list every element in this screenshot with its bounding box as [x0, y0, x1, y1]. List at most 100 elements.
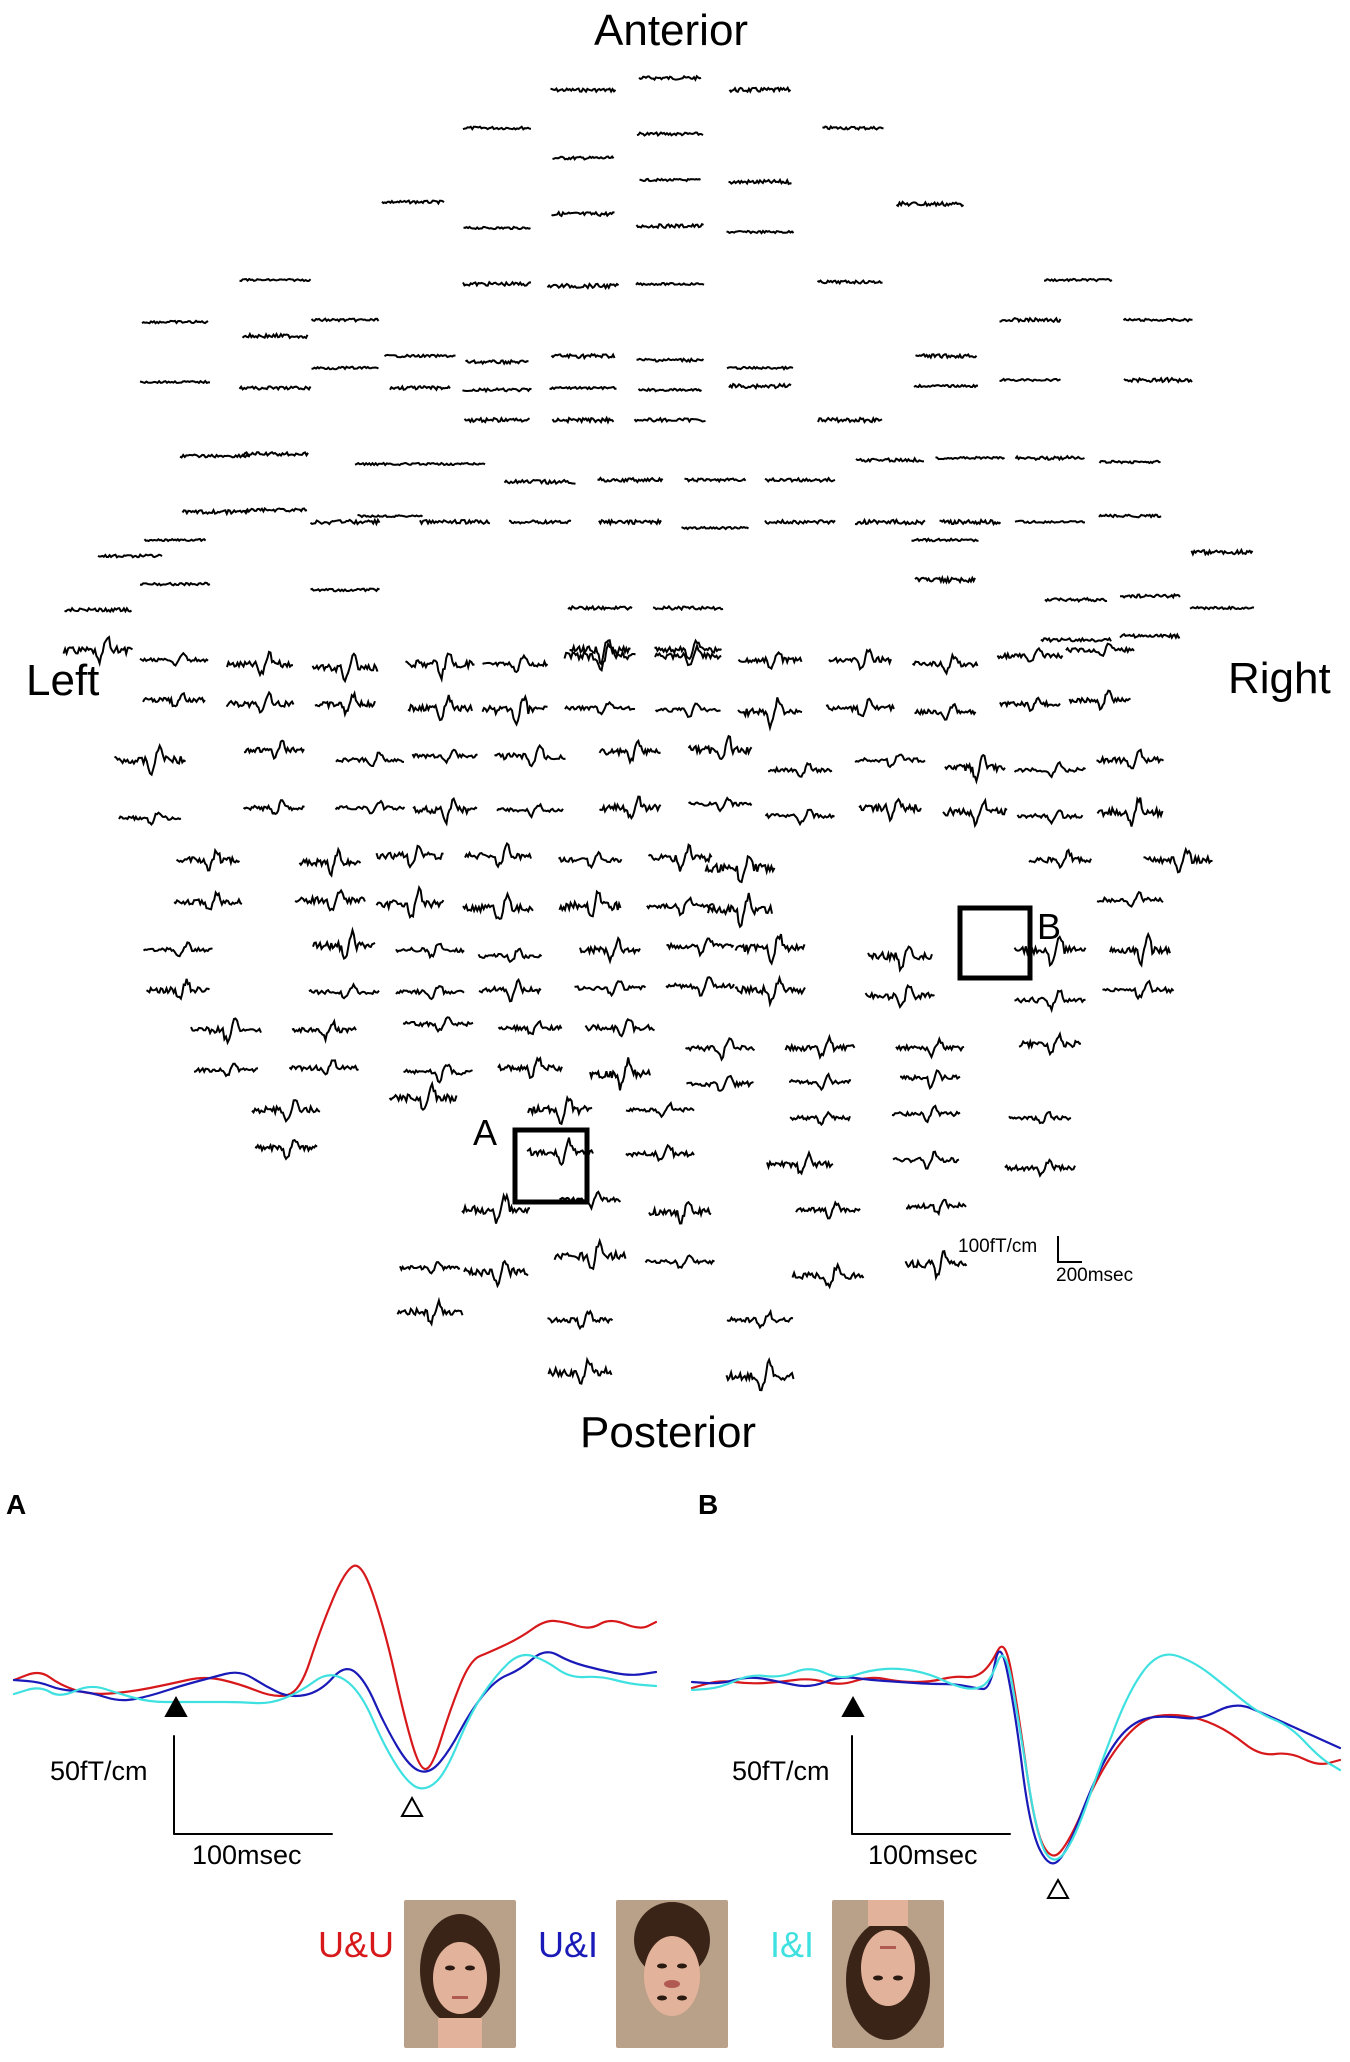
sensor-trace — [118, 811, 182, 826]
sensor-trace — [375, 844, 444, 869]
sensor-trace — [999, 696, 1061, 713]
sensor-trace — [179, 453, 250, 459]
sensor-trace — [567, 604, 633, 612]
sensor-trace — [704, 854, 776, 884]
sensor-trace — [1123, 376, 1193, 384]
sensor-trace — [551, 210, 615, 218]
legend-uu-label: U&U — [318, 1924, 395, 1965]
sensor-trace — [1016, 809, 1084, 826]
sensor-trace — [944, 753, 1006, 785]
sensor-trace — [854, 753, 926, 769]
sensor-trace — [638, 74, 702, 82]
sensor-trace — [225, 690, 295, 714]
sensor-trace — [737, 697, 803, 732]
box-b-label: B — [1037, 906, 1062, 947]
sensor-trace — [175, 847, 241, 872]
sensor-trace — [1098, 459, 1161, 465]
sensor-trace — [254, 1138, 318, 1161]
sensor-trace — [139, 379, 211, 385]
panel-a-trace-ui — [12, 1651, 658, 1773]
sensor-trace — [383, 353, 456, 359]
panel-b-trace-ii — [690, 1653, 1342, 1861]
sensor-trace — [238, 385, 312, 392]
sensor-trace — [143, 537, 207, 543]
sensor-trace — [685, 1037, 756, 1062]
sensor-trace — [547, 1356, 613, 1385]
sensor-trace — [639, 177, 701, 183]
sensor-trace — [687, 734, 753, 761]
sensor-trace — [666, 937, 735, 958]
sensor-trace — [913, 383, 979, 389]
sensor-trace — [788, 1072, 852, 1092]
sensor-trace — [550, 86, 617, 94]
sensor-trace — [816, 279, 883, 286]
sensor-trace — [654, 642, 722, 667]
sensor-trace — [825, 697, 895, 718]
panel-a-peak-marker — [400, 1795, 424, 1817]
sensor-trace — [999, 316, 1062, 324]
sensor-trace — [644, 1254, 715, 1270]
posterior-label: Posterior — [580, 1408, 757, 1457]
right-label: Right — [1228, 654, 1331, 703]
sensor-trace — [242, 506, 308, 514]
panel-b-time-label: 100msec — [868, 1840, 978, 1870]
sensor-trace — [403, 1063, 473, 1084]
sensor-trace — [226, 650, 294, 678]
sensor-trace — [114, 743, 187, 777]
sensor-trace — [654, 638, 722, 661]
sensor-trace — [308, 982, 380, 1000]
sensor-trace — [496, 802, 564, 820]
sensor-trace — [462, 891, 534, 921]
sensor-trace — [764, 808, 835, 827]
left-label: Left — [26, 656, 100, 705]
sensor-trace — [288, 1059, 359, 1076]
sensor-trace — [311, 365, 379, 371]
sensor-trace — [477, 947, 543, 964]
sensor-trace — [463, 225, 531, 231]
sensor-trace — [381, 199, 445, 206]
panel-b-letter: B — [698, 1489, 719, 1520]
sensor-trace — [1044, 596, 1108, 604]
sensor-trace — [1119, 592, 1181, 600]
sensor-trace — [461, 1192, 530, 1224]
sensor-trace — [789, 1110, 851, 1127]
sensor-trace — [412, 797, 478, 827]
sensor-trace — [552, 154, 615, 161]
sensor-trace — [791, 1261, 865, 1290]
sensor-trace — [855, 456, 925, 463]
sensor-trace — [62, 635, 133, 668]
sensor-trace — [597, 476, 664, 484]
box-b-frame — [957, 905, 1033, 981]
sensor-trace — [1014, 519, 1086, 525]
sensor-trace — [1068, 689, 1131, 712]
sensor-trace — [173, 889, 243, 911]
sensor-trace — [914, 702, 977, 721]
sensor-trace — [242, 799, 305, 816]
sensor-trace — [707, 892, 773, 929]
sensor-trace — [726, 229, 795, 235]
sensor-trace — [388, 1080, 458, 1112]
sensor-trace — [193, 1062, 258, 1078]
sensor-trace — [547, 1309, 614, 1331]
sensor-trace — [652, 604, 724, 612]
sensor-trace — [1096, 890, 1164, 908]
sensor-trace — [911, 537, 979, 543]
sensor-trace — [241, 331, 309, 340]
sensor-trace — [1014, 454, 1085, 462]
panel-a-trace-uu — [12, 1564, 658, 1771]
sensor-trace — [728, 85, 792, 94]
sensor-trace — [728, 177, 792, 186]
panel-a-amplitude-label: 50fT/cm — [50, 1756, 148, 1786]
sensor-trace — [726, 1308, 794, 1330]
sensor-trace — [497, 1055, 563, 1080]
sensor-trace — [310, 317, 380, 323]
sensor-trace — [654, 702, 721, 719]
sensor-trace — [251, 1099, 321, 1124]
panel-a-time-label: 100msec — [192, 1840, 302, 1870]
sensor-trace — [996, 646, 1064, 663]
sensor-trace — [942, 797, 1008, 829]
sensor-trace — [1008, 1111, 1072, 1125]
sensor-trace — [999, 377, 1061, 383]
sensor-trace — [465, 358, 529, 366]
